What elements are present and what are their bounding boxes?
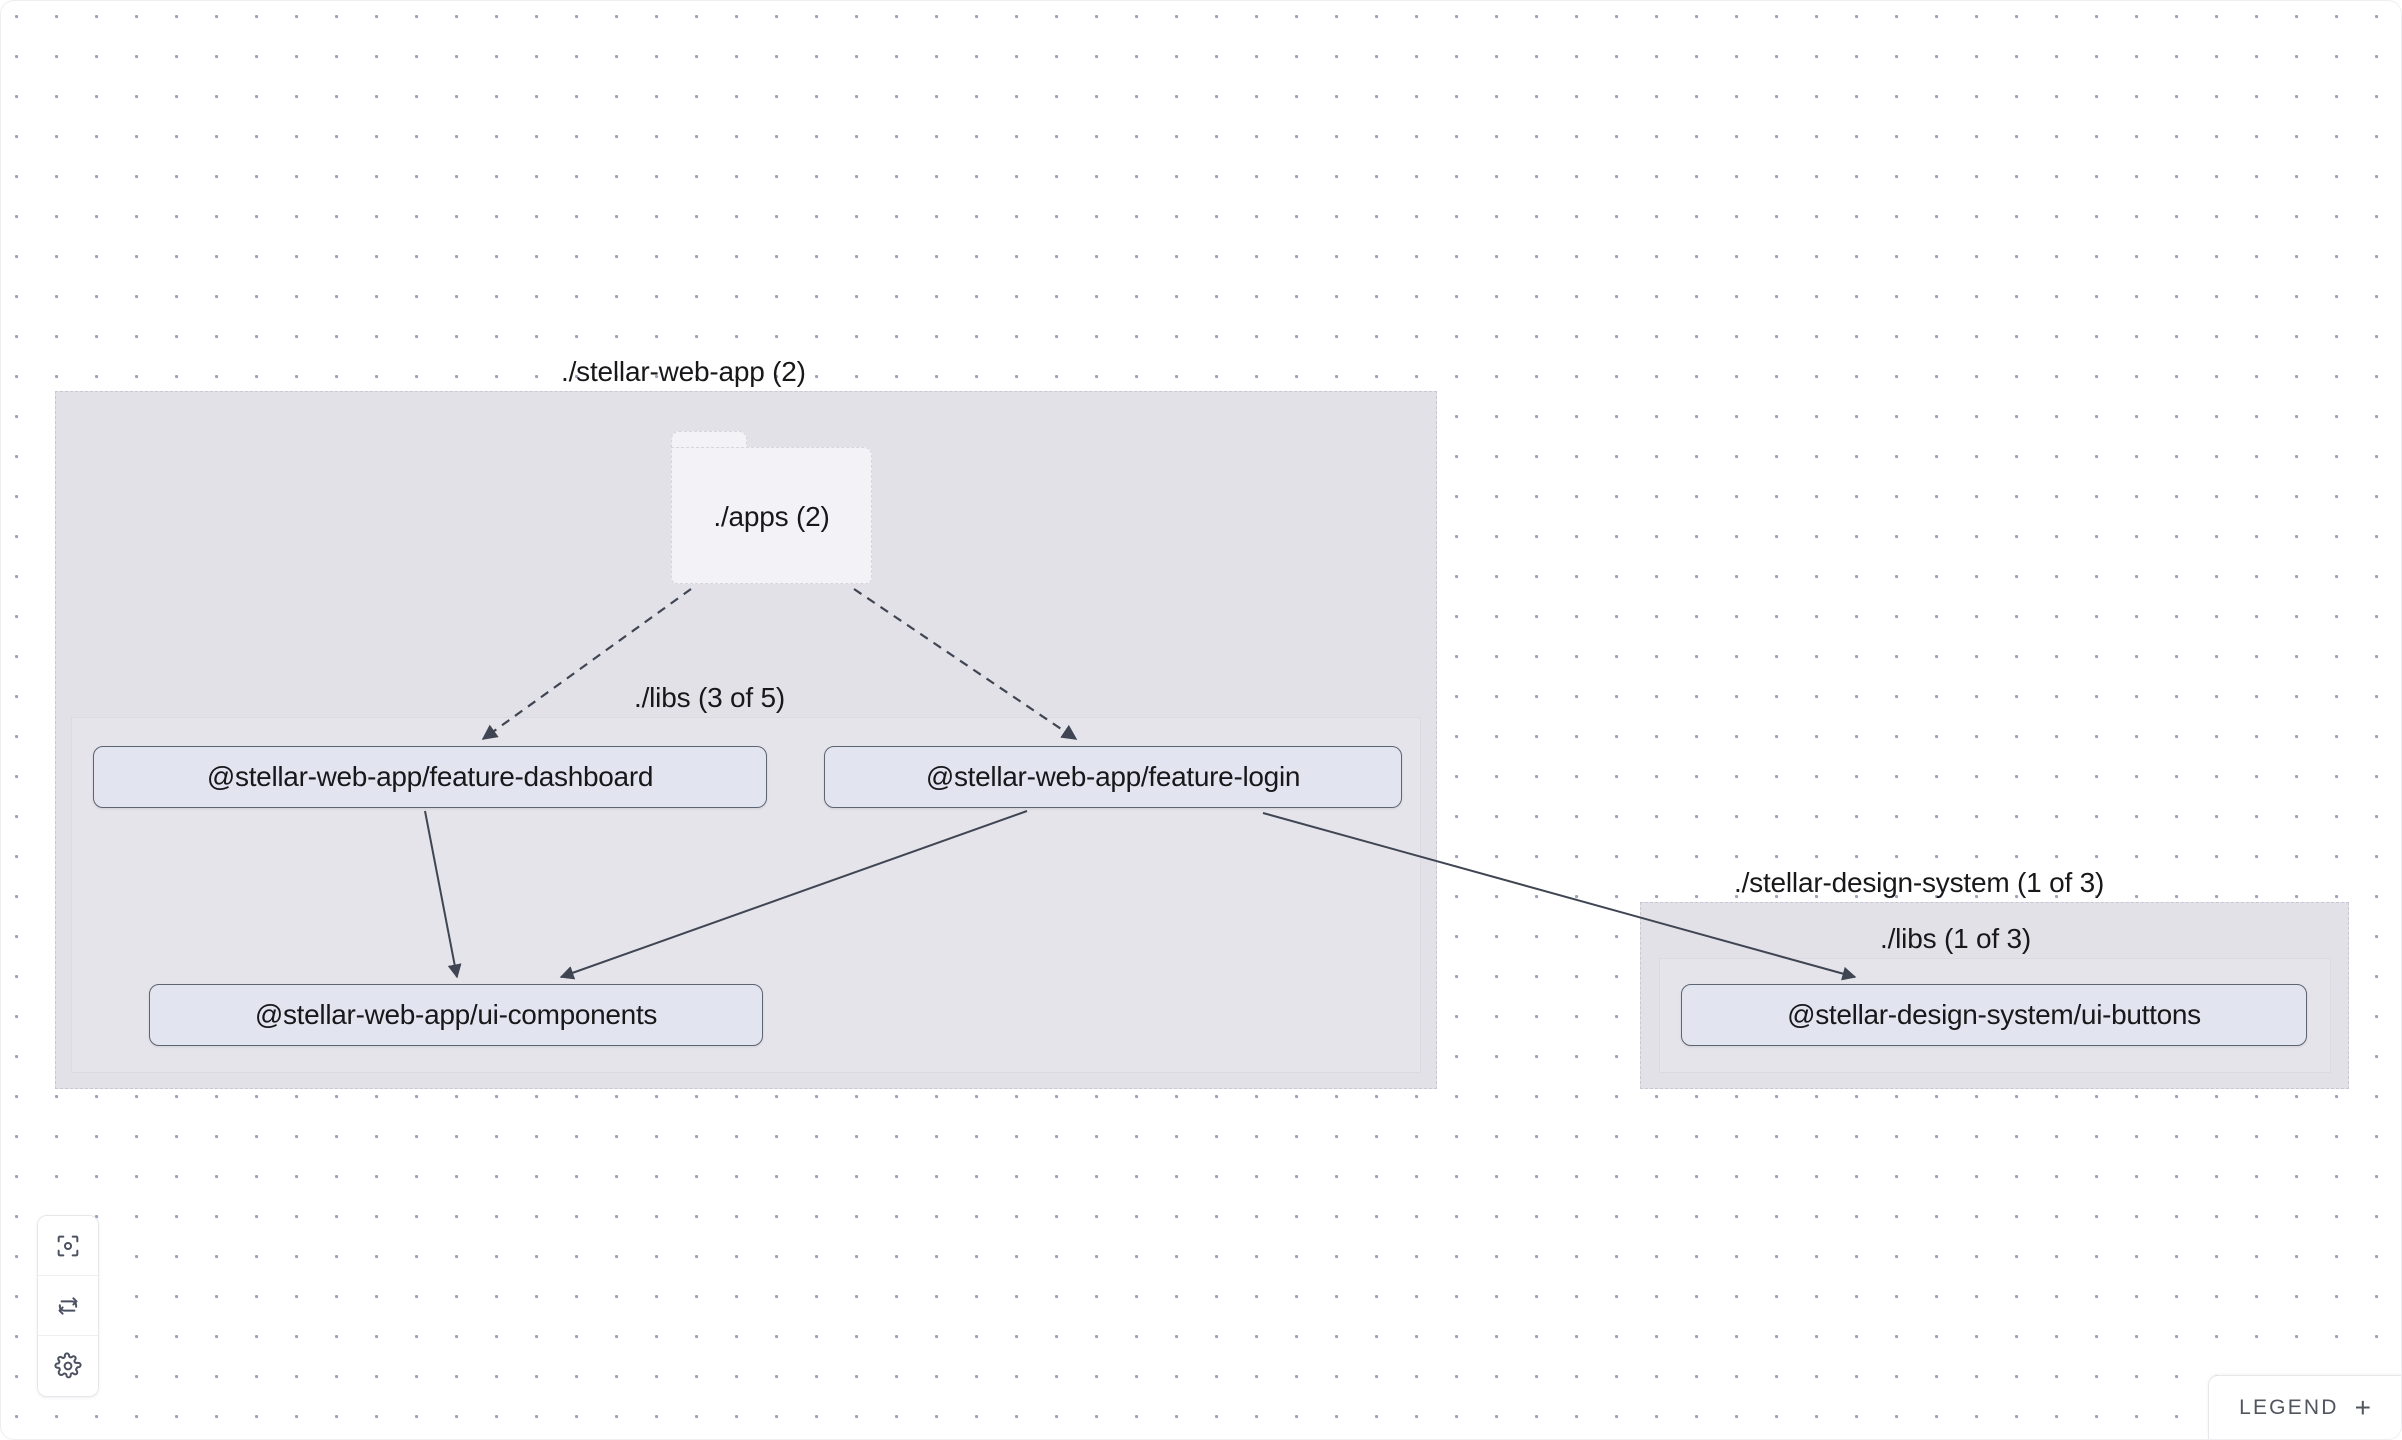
focus-graph-button[interactable] [38, 1216, 98, 1276]
refresh-button[interactable] [38, 1276, 98, 1336]
settings-button[interactable] [38, 1336, 98, 1396]
node-label: @stellar-web-app/feature-login [925, 761, 1301, 792]
legend-label: LEGEND [2239, 1395, 2339, 1419]
legend-button[interactable]: LEGEND + [2208, 1375, 2401, 1439]
gear-icon [54, 1352, 82, 1380]
folder-tab-icon [671, 431, 748, 449]
node-feature-login[interactable]: @stellar-web-app/feature-login [824, 746, 1402, 808]
node-feature-dashboard[interactable]: @stellar-web-app/feature-dashboard [93, 746, 767, 808]
focus-target-icon [54, 1232, 82, 1260]
refresh-icon [54, 1292, 82, 1320]
group-label-stellar-design-system-libs: ./libs (1 of 3) [1880, 923, 2032, 954]
folder-body: ./apps (2) [671, 447, 872, 584]
group-label-stellar-web-app-libs: ./libs (3 of 5) [634, 682, 786, 713]
plus-icon: + [2354, 1391, 2371, 1423]
group-label-stellar-design-system: ./stellar-design-system (1 of 3) [1734, 867, 2105, 898]
folder-node-label: ./apps (2) [713, 500, 830, 532]
folder-node-apps[interactable]: ./apps (2) [671, 431, 872, 584]
node-label: @stellar-web-app/feature-dashboard [206, 761, 654, 792]
graph-toolbar [37, 1215, 99, 1397]
group-label-stellar-web-app: ./stellar-web-app (2) [561, 356, 806, 387]
node-label: @stellar-web-app/ui-components [254, 999, 658, 1030]
node-ui-buttons[interactable]: @stellar-design-system/ui-buttons [1681, 984, 2307, 1046]
node-label: @stellar-design-system/ui-buttons [1787, 999, 2201, 1030]
node-ui-components[interactable]: @stellar-web-app/ui-components [149, 984, 763, 1046]
